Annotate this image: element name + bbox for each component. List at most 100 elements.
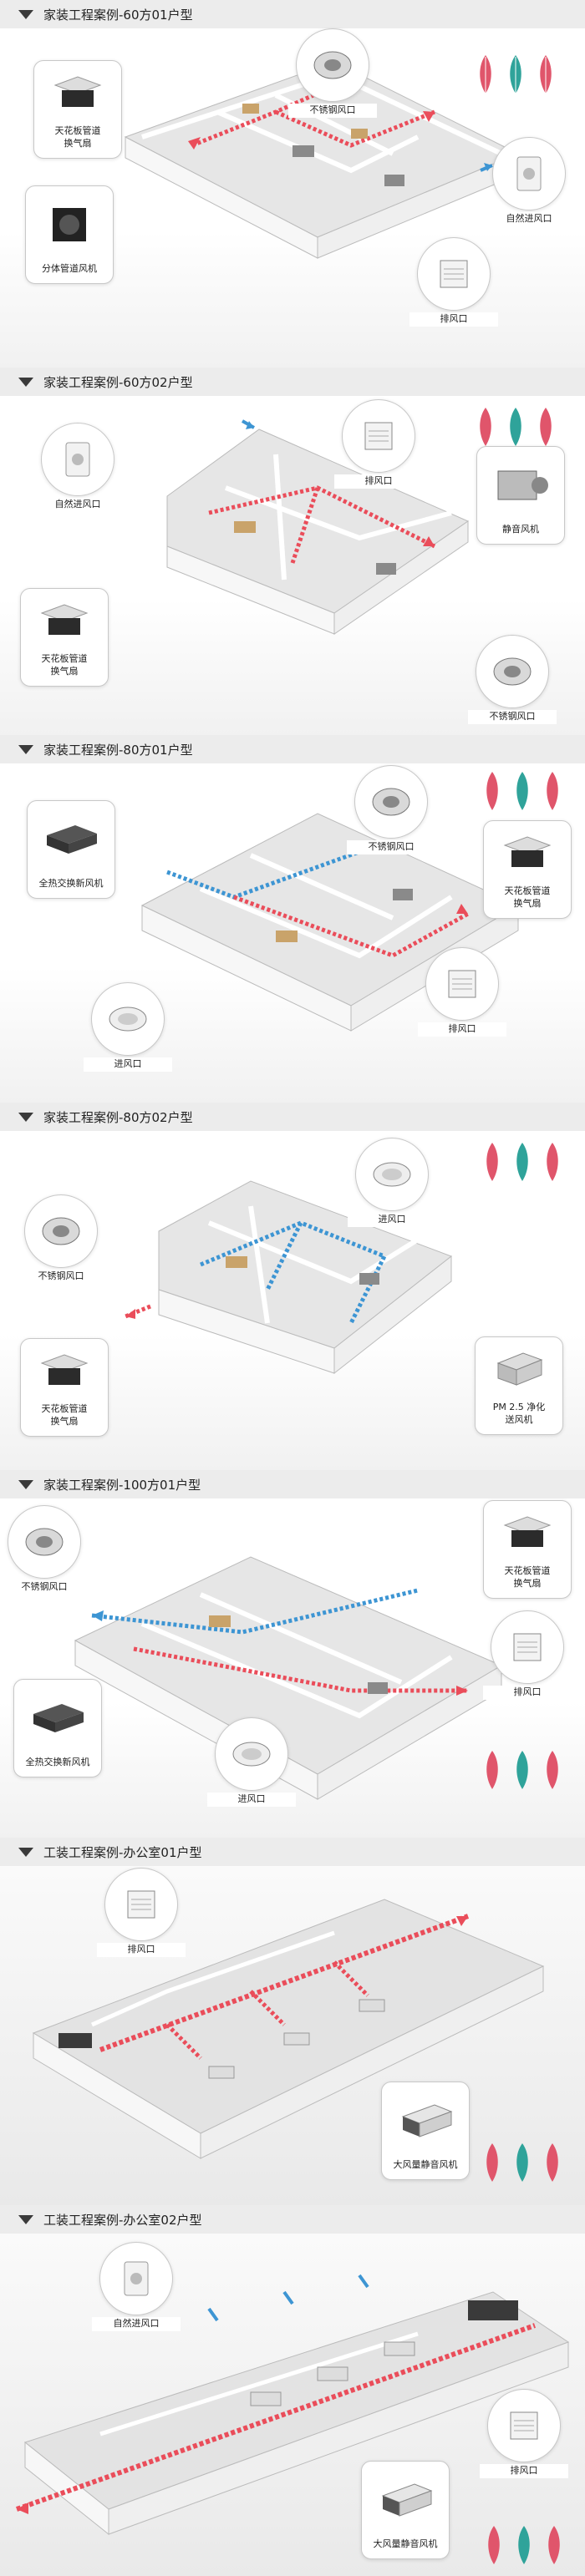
feather-icon <box>486 772 498 810</box>
isometric-floorplan-illustration <box>125 1180 453 1375</box>
case-section-80-02: 家装工程案例-80方02户型 进风口 不锈钢风口 天花板管道 换气扇 PM 2.… <box>0 1103 585 1470</box>
callout-1-b: 自然进风口 <box>33 423 122 512</box>
triangle-down-icon <box>18 1479 33 1489</box>
callout-2-b: 全热交换新风机 <box>27 800 115 899</box>
heat-exchanger-icon <box>33 1703 84 1732</box>
section-title: 家装工程案例-60方02户型 <box>43 374 193 390</box>
callout-0-b: 不锈钢风口 <box>288 28 377 118</box>
natural-inlet-icon <box>516 156 542 191</box>
feather-icon <box>516 2143 528 2182</box>
feather-icon <box>486 2143 498 2182</box>
decorative-feathers <box>485 2524 563 2566</box>
callout-4-a: 不锈钢风口 <box>0 1505 89 1595</box>
section-title: 家装工程案例-80方01户型 <box>43 742 193 758</box>
callout-4-b: 天花板管道 换气扇 <box>483 1500 572 1599</box>
triangle-down-icon <box>18 1112 33 1122</box>
isometric-office-illustration <box>15 2274 570 2536</box>
feather-icon <box>516 772 528 810</box>
exhaust-vent-icon <box>127 1890 155 1919</box>
stainless-vent-icon <box>25 1528 64 1556</box>
callout-3-b: 不锈钢风口 <box>17 1194 105 1284</box>
callout-5-a: 排风口 <box>97 1868 186 1957</box>
isometric-floorplan-illustration <box>166 419 470 635</box>
triangle-down-icon <box>18 2214 33 2224</box>
callout-label: 天花板管道 换气扇 <box>51 124 104 151</box>
callout-label: 分体管道风机 <box>38 262 100 276</box>
decorative-feathers <box>483 770 562 812</box>
stainless-vent-icon <box>42 1217 80 1245</box>
callout-1-e: 不锈钢风口 <box>468 635 557 724</box>
feather-icon <box>547 2143 558 2182</box>
feather-icon <box>518 2526 530 2564</box>
section-title-bar: 家装工程案例-60方01户型 <box>0 0 585 28</box>
case-section-60-01: 家装工程案例-60方01户型 天花板管道 换气扇 不锈 <box>0 0 585 368</box>
callout-4-e: 进风口 <box>207 1717 296 1807</box>
floorplan-stage: 天花板管道 换气扇 不锈钢风口 自然进风口 分体管道风机 排风口 <box>0 28 585 368</box>
feather-icon <box>510 408 521 446</box>
triangle-down-icon <box>18 1847 33 1857</box>
decorative-feathers <box>483 1749 562 1791</box>
case-section-80-01: 家装工程案例-80方01户型 不锈钢风口 全热交换新风机 天花板管道 换气扇 进… <box>0 735 585 1103</box>
case-section-60-02: 家装工程案例-60方02户型 排风口 自然进风口 静音风机 天花板管道 换气扇 … <box>0 368 585 735</box>
feather-icon <box>486 1751 498 1789</box>
callout-label: 自然进风口 <box>485 212 573 226</box>
exhaust-vent-icon <box>448 970 476 998</box>
callout-0-d: 分体管道风机 <box>25 185 114 284</box>
heat-exchanger-icon <box>47 824 97 854</box>
callout-3-a: 进风口 <box>348 1138 436 1227</box>
natural-inlet-icon <box>65 442 90 477</box>
callout-1-d: 天花板管道 换气扇 <box>20 588 109 687</box>
callout-6-c: 大风量静音风机 <box>361 2461 450 2559</box>
feather-icon <box>540 408 552 446</box>
callout-2-e: 排风口 <box>418 947 506 1037</box>
ceiling-fan-icon <box>53 76 102 108</box>
silent-fan-icon <box>497 470 548 500</box>
section-title: 工装工程案例-办公室02户型 <box>43 2212 202 2228</box>
ceiling-fan-icon <box>40 604 89 636</box>
case-section-office-01: 工装工程案例-办公室01户型 排风口 大风量静音风机 <box>0 1838 585 2205</box>
feather-icon <box>510 55 521 95</box>
callout-2-c: 天花板管道 换气扇 <box>483 820 572 919</box>
exhaust-vent-icon <box>440 260 468 288</box>
supply-diffuser-icon <box>373 1162 411 1187</box>
supply-diffuser-icon <box>232 1742 271 1767</box>
callout-6-a: 自然进风口 <box>92 2242 181 2331</box>
callout-3-d: PM 2.5 净化 送风机 <box>475 1336 563 1435</box>
feather-icon <box>516 1751 528 1789</box>
feather-icon <box>480 55 491 95</box>
section-title: 家装工程案例-80方02户型 <box>43 1109 193 1125</box>
duct-cabinet-fan-icon <box>381 2483 433 2517</box>
ceiling-fan-icon <box>40 1354 89 1386</box>
callout-2-a: 不锈钢风口 <box>347 765 435 854</box>
callout-1-c: 静音风机 <box>476 446 565 545</box>
decorative-feathers <box>483 1141 562 1183</box>
triangle-down-icon <box>18 9 33 19</box>
exhaust-vent-icon <box>513 1633 542 1661</box>
case-section-100-01: 家装工程案例-100方01户型 不锈钢风口 天花板管道 换气扇 排风口 全热交换… <box>0 1470 585 1838</box>
case-section-office-02: 工装工程案例-办公室02户型 自然进风口 排风口 大风量静音风机 <box>0 2205 585 2576</box>
triangle-down-icon <box>18 744 33 754</box>
feather-icon <box>547 1143 558 1181</box>
callout-1-a: 排风口 <box>334 399 423 489</box>
decorative-feathers <box>476 406 555 448</box>
callout-0-c: 自然进风口 <box>485 137 573 226</box>
duct-cabinet-fan-icon <box>401 2104 453 2137</box>
feather-icon <box>547 772 558 810</box>
natural-inlet-icon <box>124 2261 149 2296</box>
feather-icon <box>516 1143 528 1181</box>
decorative-feathers <box>476 53 555 95</box>
ceiling-fan-icon <box>503 836 552 868</box>
section-title: 家装工程案例-100方01户型 <box>43 1477 201 1493</box>
callout-3-c: 天花板管道 换气扇 <box>20 1338 109 1437</box>
feather-icon <box>488 2526 500 2564</box>
stainless-vent-icon <box>372 788 410 816</box>
callout-0-e: 排风口 <box>410 237 498 327</box>
ceiling-fan-icon <box>503 1516 552 1548</box>
callout-box: 天花板管道 换气扇 <box>33 60 122 159</box>
stainless-vent-icon <box>313 51 352 79</box>
callout-label: 不锈钢风口 <box>288 104 377 118</box>
decorative-feathers <box>483 2142 562 2183</box>
callout-0-a: 天花板管道 换气扇 <box>33 60 122 159</box>
feather-icon <box>486 1143 498 1181</box>
callout-4-d: 全热交换新风机 <box>13 1679 102 1777</box>
